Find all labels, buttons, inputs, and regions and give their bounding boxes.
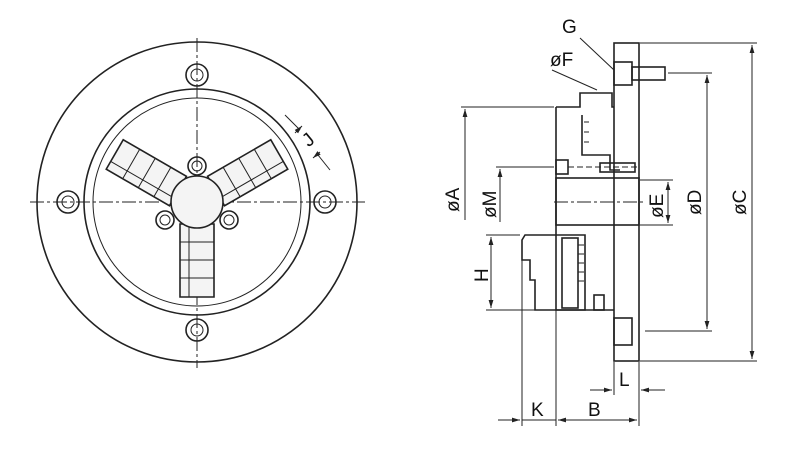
jaws	[105, 138, 289, 298]
lower-jaw	[521, 234, 586, 311]
label-J: J	[298, 129, 319, 151]
body-screws	[155, 156, 239, 230]
mount-hole-icon	[56, 190, 80, 214]
leader-F	[551, 69, 598, 91]
screw-icon	[155, 210, 175, 230]
label-B: B	[588, 400, 601, 421]
upper-jaw-outline	[581, 115, 620, 171]
mount-hole-icon	[313, 190, 337, 214]
side-view: G øF øC øD øE øA øM H	[443, 17, 757, 426]
jaw-bottom	[179, 223, 215, 298]
label-E: øE	[647, 194, 668, 218]
top-bolt-head	[613, 61, 633, 86]
label-C: øC	[730, 190, 751, 215]
screw-icon	[187, 156, 207, 176]
screw-head	[555, 159, 569, 175]
screw-icon	[219, 210, 239, 230]
mounting-holes	[56, 63, 337, 342]
label-L: L	[619, 370, 630, 391]
mount-hole-icon	[185, 63, 209, 87]
label-H: H	[472, 268, 493, 282]
label-K: K	[531, 400, 544, 421]
label-F: øF	[550, 50, 573, 71]
label-M: øM	[480, 191, 501, 218]
center-bore	[170, 175, 224, 229]
dimension-J: J	[284, 114, 331, 171]
front-view: J	[30, 38, 365, 368]
leader-G	[579, 37, 615, 71]
label-D: øD	[685, 190, 706, 215]
label-G: G	[562, 17, 577, 38]
bottom-bolt-head	[613, 317, 633, 346]
top-bolt-stud	[631, 66, 666, 81]
jaw-slide	[561, 237, 579, 309]
mount-hole-icon	[185, 318, 209, 342]
label-A: øA	[443, 187, 464, 212]
